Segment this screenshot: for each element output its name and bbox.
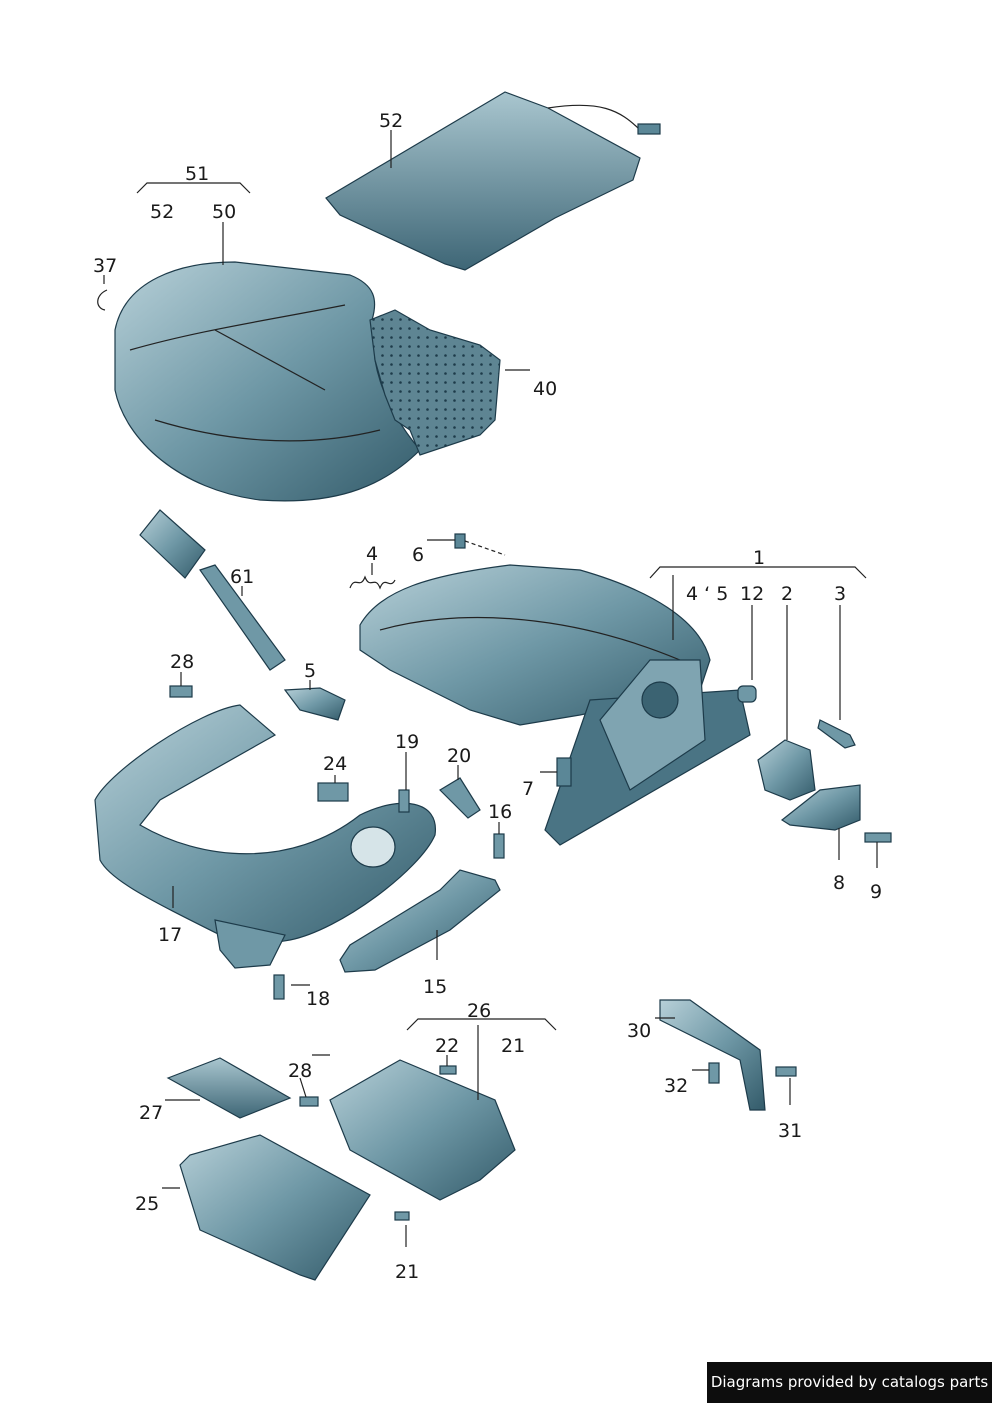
screw-22-part: [439, 1065, 457, 1075]
screw-3-part: [817, 719, 856, 749]
callout-16: 16: [488, 801, 512, 823]
seat-frame-part: [359, 564, 751, 846]
callout-37: 37: [93, 255, 117, 277]
screw-16-part: [493, 833, 505, 859]
callout-3: 3: [834, 583, 846, 605]
callout-50: 50: [212, 201, 236, 223]
credit-banner: Diagrams provided by catalogs parts: [707, 1362, 992, 1403]
callout-12: 12: [740, 583, 764, 605]
callout-4: 4: [366, 543, 378, 565]
callout-61: 61: [230, 566, 254, 588]
callout-51: 51: [185, 163, 209, 185]
callout-6: 6: [412, 544, 424, 566]
callout-25: 25: [135, 1193, 159, 1215]
callout-18: 18: [306, 988, 330, 1010]
callout-21-upper: 21: [501, 1035, 525, 1057]
rail-30-part: [659, 999, 766, 1111]
leader-lines: [103, 130, 878, 1247]
drawer-25-part: [179, 1134, 371, 1281]
callout-5: 5: [304, 660, 316, 682]
screw-32-part: [708, 1062, 720, 1084]
spring-4-part: [349, 575, 396, 590]
screw-18-part: [273, 974, 285, 1000]
callout-24: 24: [323, 753, 347, 775]
callout-52: 52: [150, 201, 174, 223]
callout-19: 19: [395, 731, 419, 753]
clip-24-part: [317, 782, 349, 802]
clip-21-part: [394, 1211, 410, 1221]
seat-cushion-part: [114, 261, 501, 502]
cover-5-part: [283, 687, 346, 721]
clip-37-part: [97, 289, 108, 311]
heating-mat-part: [325, 91, 661, 271]
callout-21-lower: 21: [395, 1261, 419, 1283]
belt-buckle-part: [139, 509, 286, 671]
callout-27: 27: [139, 1102, 163, 1124]
mat-27-part: [166, 1057, 292, 1119]
callout-17: 17: [158, 924, 182, 946]
callout-7: 7: [522, 778, 534, 800]
callout-32: 32: [664, 1075, 688, 1097]
callout-26: 26: [467, 1000, 491, 1022]
bracket-20-part: [439, 777, 481, 819]
bolt-7-part: [556, 757, 572, 787]
lever-8-part: [780, 784, 861, 831]
callout-4-5: 4 ‘ 5: [686, 583, 728, 605]
callout-52-top: 52: [379, 110, 403, 132]
bracket-2-part: [757, 739, 816, 801]
screw-28a-part: [169, 685, 193, 698]
callout-28-lower: 28: [288, 1060, 312, 1082]
callout-1: 1: [753, 547, 765, 569]
callout-20: 20: [447, 745, 471, 767]
cover-15-part: [339, 869, 501, 973]
drawer-housing-26-part: [329, 1059, 516, 1201]
callout-28-upper: 28: [170, 651, 194, 673]
side-trim-17-part: [94, 704, 436, 969]
screw-28b-part: [299, 1096, 319, 1107]
callout-9: 9: [870, 881, 882, 903]
screw-6-part: [454, 533, 506, 556]
callout-15: 15: [423, 976, 447, 998]
callout-22: 22: [435, 1035, 459, 1057]
callout-30: 30: [627, 1020, 651, 1042]
callout-8: 8: [833, 872, 845, 894]
bushing-12-part: [737, 685, 757, 703]
callout-2: 2: [781, 583, 793, 605]
screw-31-part: [775, 1066, 797, 1077]
callout-31: 31: [778, 1120, 802, 1142]
screw-9-part: [864, 832, 892, 843]
callout-40: 40: [533, 378, 557, 400]
screw-19-part: [398, 789, 410, 813]
